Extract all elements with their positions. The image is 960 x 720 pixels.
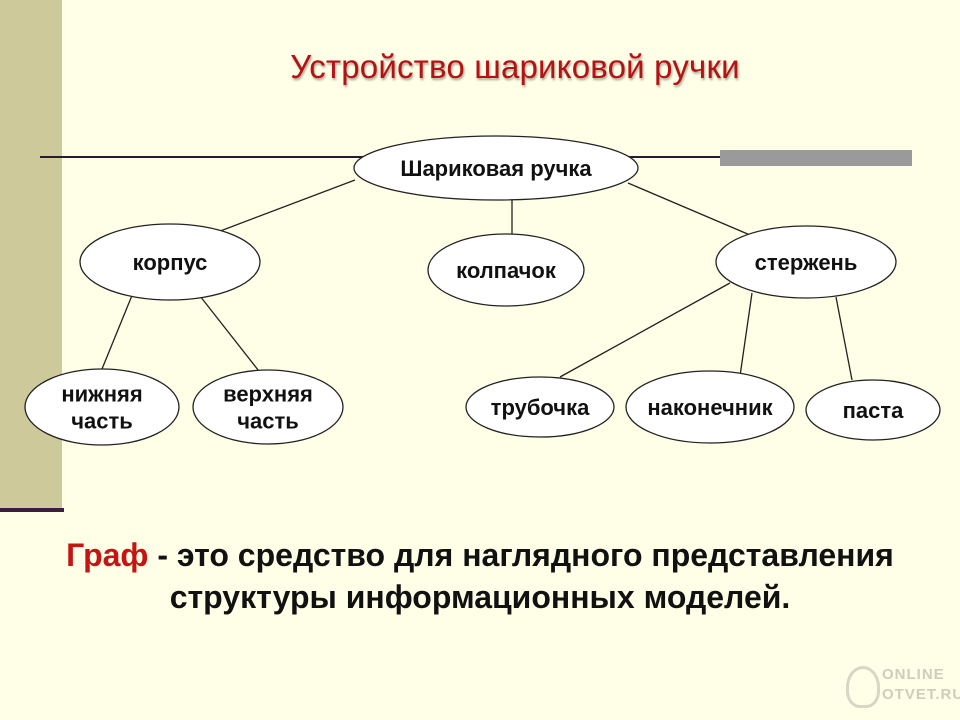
node-label: Шариковая ручка xyxy=(400,156,592,181)
definition-text: - это средство для наглядного представле… xyxy=(148,537,894,615)
node-label: трубочка xyxy=(491,395,590,420)
left-band-rule xyxy=(0,508,64,512)
node-label: часть xyxy=(237,409,299,434)
node-korpus: корпус xyxy=(79,223,261,301)
node-ellipse xyxy=(465,376,615,438)
watermark: ONLINE OTVET.RU xyxy=(846,660,960,716)
node-ellipse xyxy=(805,379,941,441)
node-root: Шариковая ручка xyxy=(353,135,639,201)
lightbulb-icon xyxy=(846,666,880,708)
node-label: наконечник xyxy=(647,395,773,420)
node-ellipse xyxy=(625,370,795,444)
node-kolpachok: колпачок xyxy=(427,233,585,307)
edge-sterzhen-trubochka xyxy=(559,282,731,378)
node-ellipse xyxy=(715,225,897,299)
definition-term: Граф xyxy=(66,537,149,573)
slide-title: Устройство шариковой ручки xyxy=(290,48,740,85)
edge-sterzhen-nakonechnik xyxy=(739,292,753,377)
node-label: нижняя xyxy=(61,382,142,407)
edge-sterzhen-pasta xyxy=(835,296,853,381)
node-label: стержень xyxy=(755,250,858,275)
header-accent-bar xyxy=(720,150,912,166)
node-ellipse xyxy=(79,223,261,301)
node-pasta: паста xyxy=(805,379,941,441)
node-ellipse xyxy=(24,368,180,446)
node-label: паста xyxy=(843,398,905,423)
graph-definition: Граф - это средство для наглядного предс… xyxy=(40,534,920,618)
node-nakonechnik: наконечник xyxy=(625,370,795,444)
edge-root-sterzhen xyxy=(627,182,751,236)
node-label: колпачок xyxy=(456,258,557,283)
watermark-line2: OTVET.RU xyxy=(882,686,960,703)
watermark-line1: ONLINE xyxy=(882,666,945,683)
node-trubochka: трубочка xyxy=(465,376,615,438)
edge-korpus-verkhnyaya xyxy=(199,295,263,376)
edge-korpus-nizhnyaya xyxy=(101,292,134,370)
node-sterzhen: стержень xyxy=(715,225,897,299)
node-label: часть xyxy=(71,409,133,434)
edge-root-korpus xyxy=(214,179,356,234)
node-ellipse xyxy=(353,135,639,201)
node-ellipse xyxy=(427,233,585,307)
node-label: корпус xyxy=(133,250,208,275)
node-label: верхняя xyxy=(223,382,313,407)
node-ellipse xyxy=(192,369,344,445)
